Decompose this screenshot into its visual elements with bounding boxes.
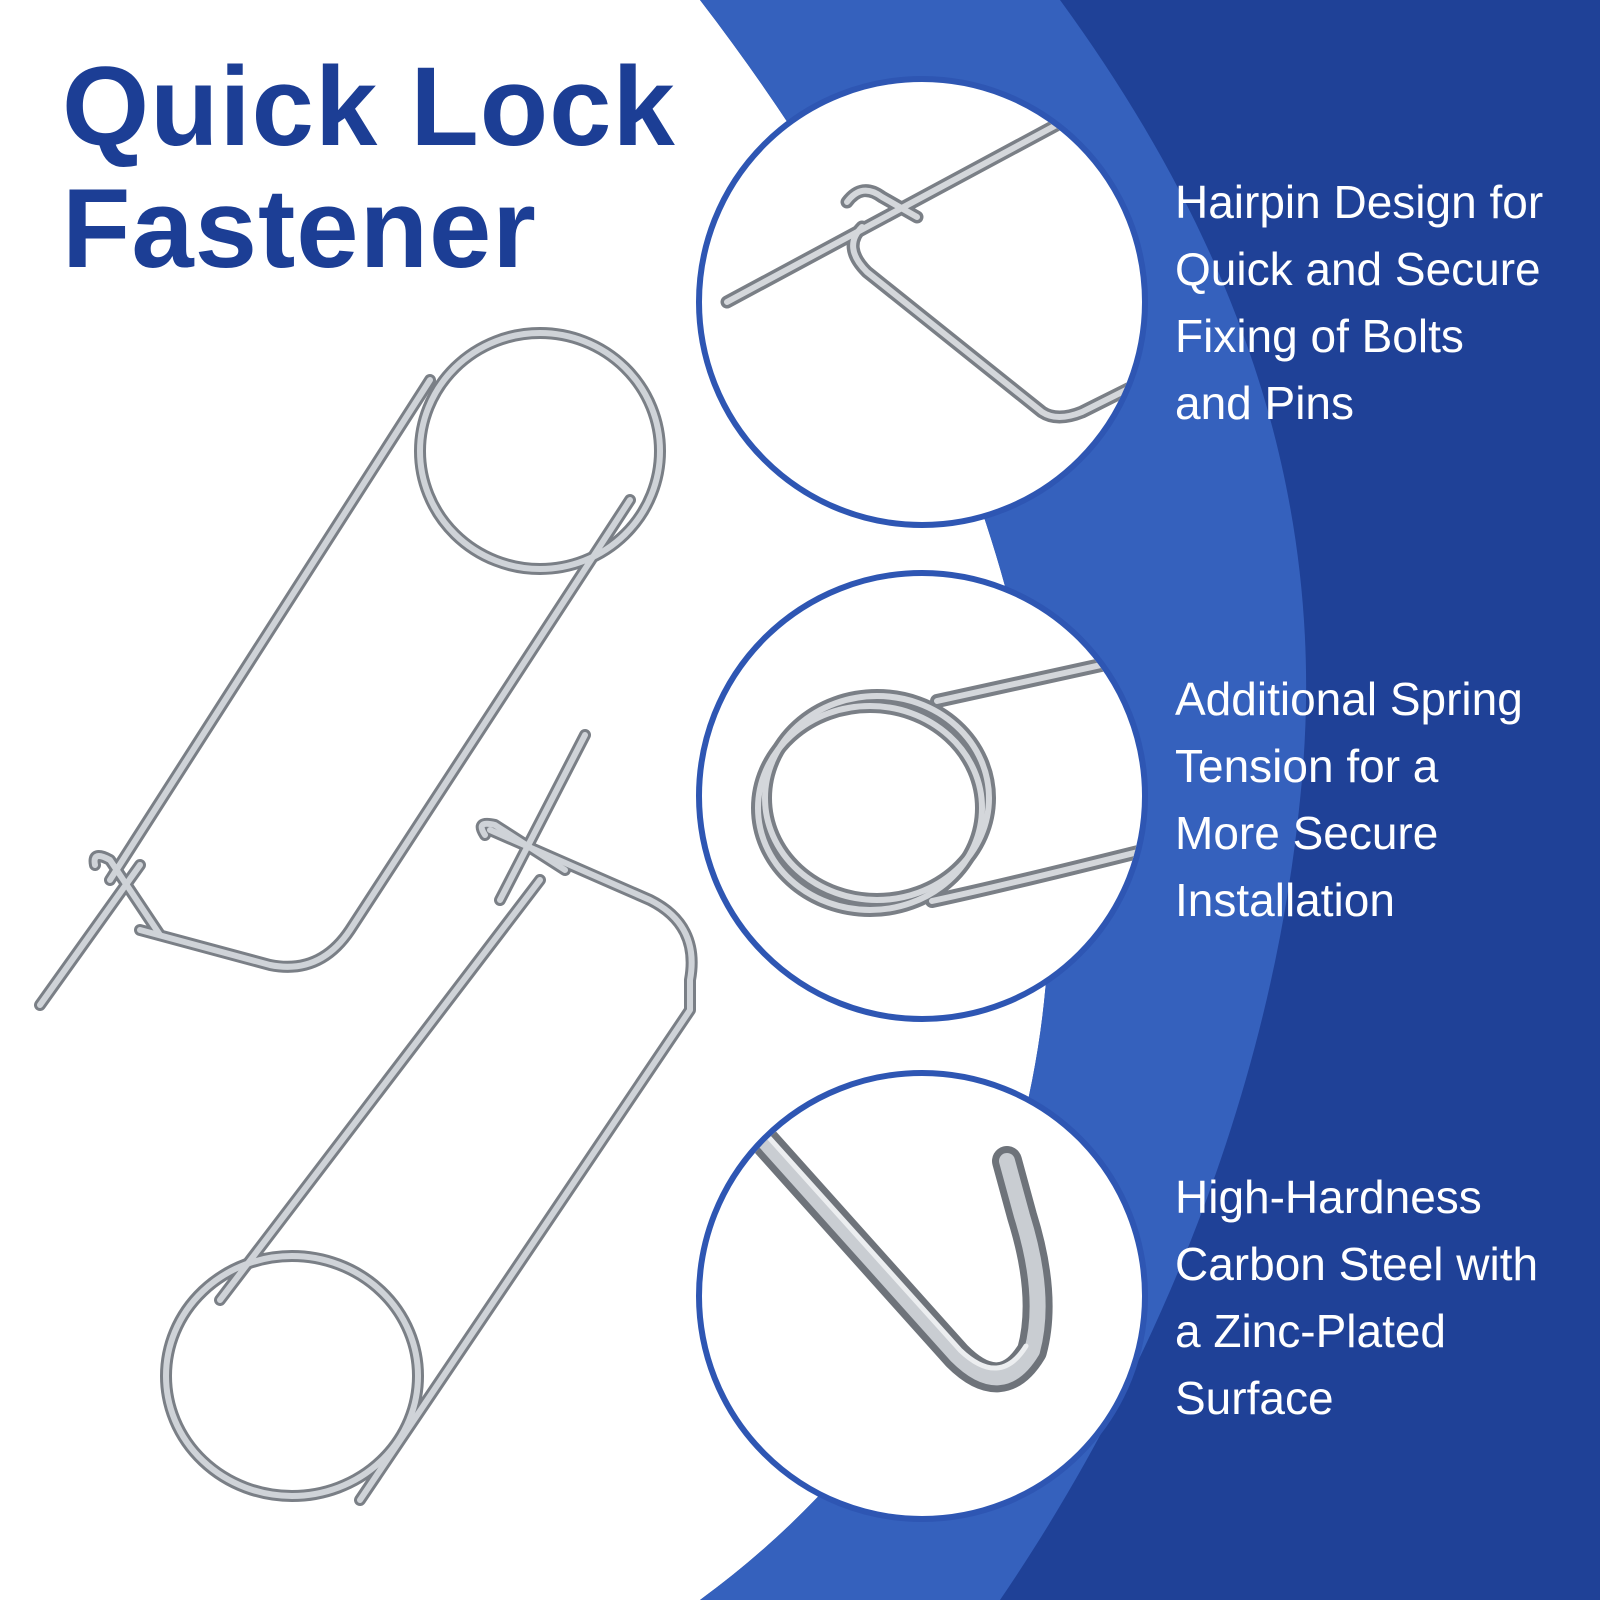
page-title: Quick Lock Fastener — [62, 46, 676, 290]
spring-closeup-circle — [696, 570, 1148, 1022]
hook-end-closeup-icon — [727, 1101, 1053, 1393]
feature-1-line-3: Fixing of Bolts — [1175, 310, 1464, 362]
feature-1-line-2: Quick and Secure — [1175, 243, 1541, 295]
hairpin-clip-closeup-icon — [720, 115, 1142, 424]
feature-text-spring: Additional Spring Tension for a More Sec… — [1175, 666, 1585, 934]
spring-coil-closeup-icon — [751, 649, 1142, 917]
feature-3-line-1: High-Hardness — [1175, 1171, 1482, 1223]
feature-1-line-4: and Pins — [1175, 377, 1355, 429]
feature-text-material: High-Hardness Carbon Steel with a Zinc-P… — [1175, 1164, 1585, 1432]
feature-2-line-3: More Secure — [1175, 807, 1439, 859]
feature-2-line-2: Tension for a — [1175, 740, 1439, 792]
hairpin-closeup-circle — [696, 76, 1148, 528]
feature-1-line-1: Hairpin Design for — [1175, 176, 1544, 228]
feature-3-line-3: a Zinc-Plated — [1175, 1305, 1447, 1357]
feature-3-line-4: Surface — [1175, 1372, 1334, 1424]
inner-blue-band — [700, 0, 1307, 1600]
safety-pin-pair-image — [34, 327, 698, 1506]
feature-2-line-4: Installation — [1175, 874, 1395, 926]
feature-text-hairpin: Hairpin Design for Quick and Secure Fixi… — [1175, 169, 1585, 437]
title-line-1: Quick Lock — [62, 44, 676, 169]
hook-closeup-circle — [696, 1070, 1148, 1522]
feature-3-line-2: Carbon Steel with — [1175, 1238, 1539, 1290]
feature-2-line-1: Additional Spring — [1175, 673, 1523, 725]
lower-safety-pin — [160, 729, 698, 1506]
title-line-2: Fastener — [62, 166, 537, 291]
upper-safety-pin — [34, 327, 666, 1011]
